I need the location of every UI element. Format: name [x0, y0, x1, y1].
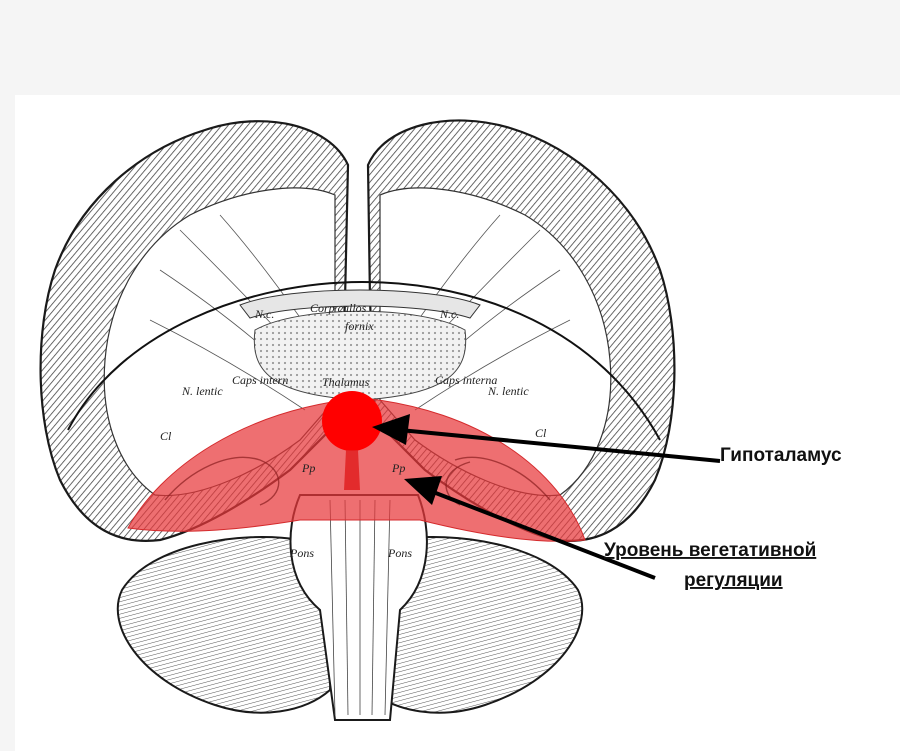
- hypothalamus-circle: [322, 391, 382, 451]
- label-cl-right: Cl: [535, 426, 547, 440]
- label-pp-right: Pp: [391, 461, 405, 475]
- label-n-lentic-right: N. lentic: [487, 384, 529, 398]
- label-vegetative-line1: Уровень вегетативной: [604, 540, 816, 561]
- label-vegetative-line2: регуляции: [684, 570, 783, 591]
- label-nc-left: N.c.: [254, 307, 274, 321]
- arrow-hypothalamus-line: [399, 428, 721, 463]
- label-cl-left: Cl: [160, 429, 172, 443]
- label-pons-left: Pons: [289, 546, 314, 560]
- label-hypothalamus: Гипоталамус: [720, 445, 842, 466]
- pituitary: [344, 450, 360, 490]
- arrow-vegetative-line: [427, 488, 656, 580]
- label-caps-int-right: Caps interna: [435, 373, 497, 387]
- label-n-lentic-left: N. lentic: [181, 384, 223, 398]
- arrow-vegetative-head: [404, 476, 442, 505]
- arrows: [372, 414, 721, 580]
- corpus-callosum: [239, 289, 481, 319]
- thalamus-area: [253, 310, 467, 401]
- arrow-hypothalamus-head: [372, 414, 410, 445]
- label-fornix: fornix: [345, 319, 374, 333]
- label-thalamus: Thalamus: [322, 375, 370, 389]
- level-arc: [67, 280, 661, 441]
- label-nc-right: N.c.: [439, 307, 459, 321]
- label-pons-right: Pons: [387, 546, 412, 560]
- brainstem: [289, 494, 428, 721]
- label-caps-int-left: Caps intern: [232, 373, 288, 387]
- pons: [289, 494, 428, 721]
- label-pp-left: Pp: [301, 461, 315, 475]
- label-corp-callos: Corp callos: [310, 301, 367, 315]
- cerebellum-left-lobe: [116, 536, 337, 714]
